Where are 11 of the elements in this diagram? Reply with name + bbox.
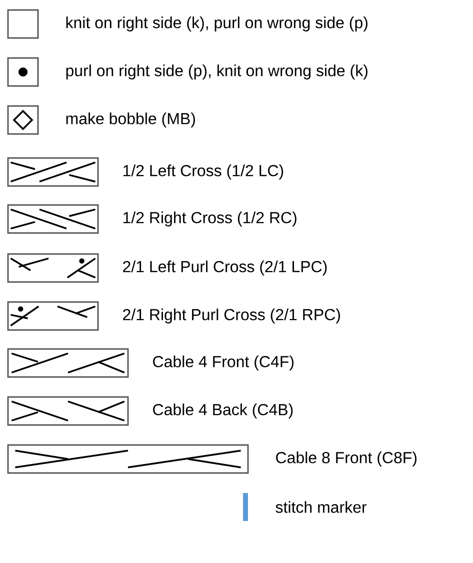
legend-text: purl on right side (p), knit on wrong side (k) [66, 64, 368, 80]
legend-text: 2/1 Left Purl Cross (2/1 LPC) [123, 260, 327, 276]
legend-text: Cable 4 Back (C4B) [153, 404, 293, 418]
legend-text: 1/2 Right Cross (1/2 RC) [123, 212, 296, 226]
legend-text: Cable 4 Front (C4F) [153, 356, 294, 370]
legend-text: 2/1 Right Purl Cross (2/1 RPC) [123, 308, 340, 324]
legend-text: knit on right side (k), purl on wrong side (p) [66, 16, 368, 32]
legend-text: 1/2 Left Cross (1/2 LC) [123, 164, 284, 180]
legend-text: make bobble (MB) [66, 112, 195, 128]
legend-text: Cable 8 Front (C8F) [276, 452, 416, 466]
legend-text: stitch marker [276, 501, 367, 513]
